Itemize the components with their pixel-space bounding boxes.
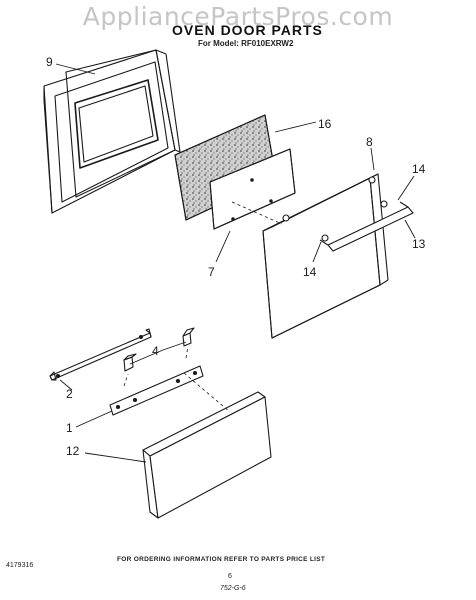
document-number: 4179316 [6,562,34,569]
door-glass [209,148,296,230]
callout-2: 2 [66,387,73,401]
ordering-note: FOR ORDERING INFORMATION REFER TO PARTS … [117,556,326,563]
hinge-plate [109,365,204,416]
door-handle [319,200,414,252]
watermark: AppliancePartsPros.com [82,2,394,31]
callout-4: 4 [152,344,159,358]
page-title: OVEN DOOR PARTS [172,22,323,38]
sheet-code: 752-G-6 [220,585,246,592]
inner-door-panel [43,49,181,214]
door-trim-strip [49,328,152,381]
callout-7: 7 [208,265,215,279]
callout-8: 8 [366,135,373,149]
drawer-panel [142,391,272,519]
callout-9: 9 [46,55,53,69]
model-line: For Model: RF010EXRW2 [198,39,294,48]
callout-12: 12 [66,444,80,458]
callout-14-lower: 14 [303,265,317,279]
callout-16: 16 [318,117,332,131]
hinge-clips [123,327,195,372]
assembly-guides [123,201,283,413]
callout-1: 1 [66,421,73,435]
insulation-pad [174,114,277,221]
page-number: 6 [228,573,232,580]
leader-lines [55,63,416,463]
callout-13: 13 [412,237,426,251]
callout-14-upper: 14 [412,162,426,176]
